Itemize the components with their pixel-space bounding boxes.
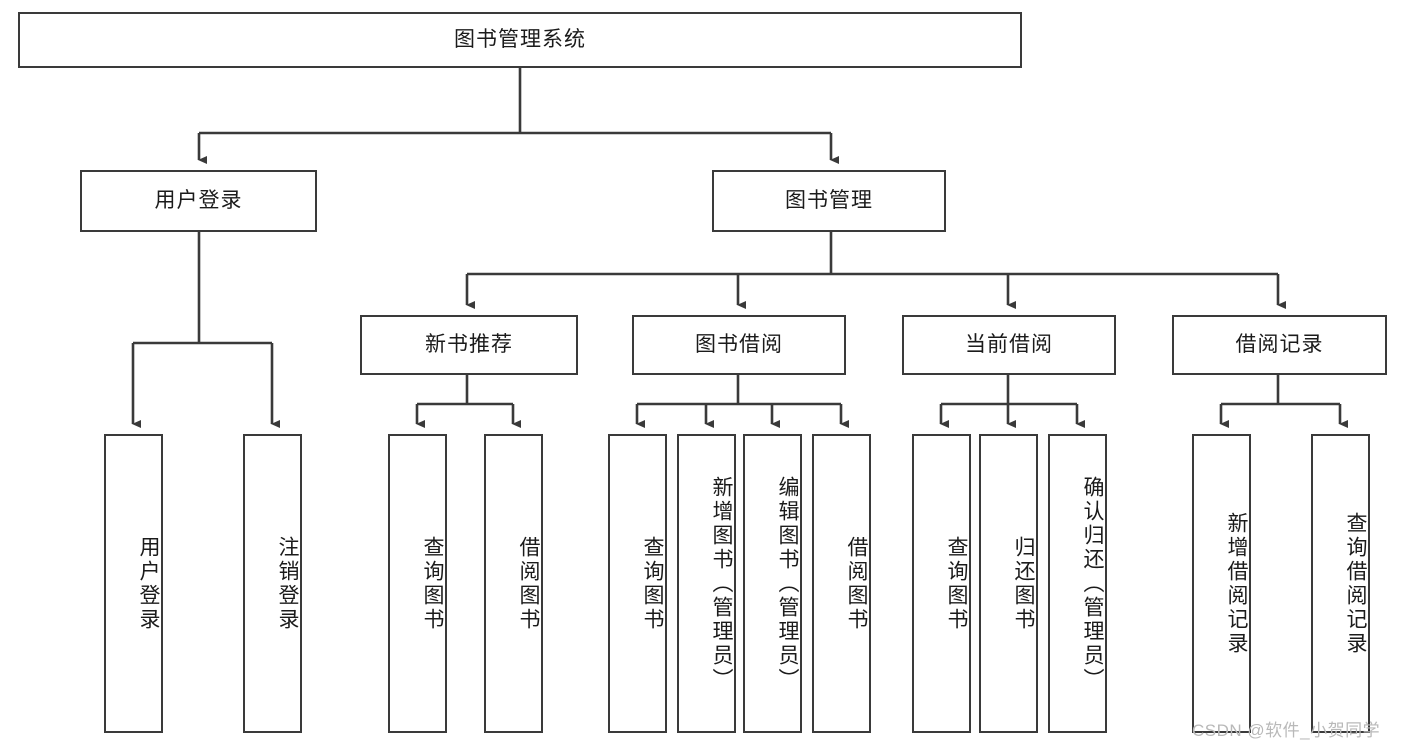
leaf-add-book-label: 新增图书（管理员）	[710, 475, 733, 692]
node-borrow-record-label: 借阅记录	[1235, 333, 1324, 357]
leaf-borrow-book-1-label: 借阅图书	[517, 535, 540, 632]
node-root[interactable]: 图书管理系统	[18, 12, 1022, 68]
node-current-borrow-label: 当前借阅	[965, 333, 1053, 357]
node-book-manage-label: 图书管理	[785, 189, 873, 213]
leaf-return-book-label: 归还图书	[1012, 535, 1035, 632]
leaf-add-book[interactable]: 新增图书（管理员）	[677, 434, 736, 733]
node-current-borrow[interactable]: 当前借阅	[902, 315, 1116, 375]
node-new-book-recommend[interactable]: 新书推荐	[360, 315, 578, 375]
leaf-edit-book-label: 编辑图书（管理员）	[776, 475, 799, 692]
node-root-label: 图书管理系统	[454, 28, 586, 52]
csdn-watermark: CSDN @软件_小贺同学	[1192, 721, 1381, 740]
leaf-edit-book[interactable]: 编辑图书（管理员）	[743, 434, 802, 733]
node-borrow-record[interactable]: 借阅记录	[1172, 315, 1387, 375]
leaf-confirm-return[interactable]: 确认归还（管理员）	[1048, 434, 1107, 733]
leaf-query-record-label: 查询借阅记录	[1344, 511, 1367, 656]
leaf-user-logout-label: 注销登录	[276, 535, 299, 632]
leaf-borrow-book-2[interactable]: 借阅图书	[812, 434, 871, 733]
leaf-borrow-book-1[interactable]: 借阅图书	[484, 434, 543, 733]
node-new-book-recommend-label: 新书推荐	[425, 333, 513, 357]
node-book-borrow-label: 图书借阅	[695, 333, 783, 357]
node-user-login[interactable]: 用户登录	[80, 170, 317, 232]
leaf-add-record-label: 新增借阅记录	[1225, 511, 1248, 656]
leaf-query-record[interactable]: 查询借阅记录	[1311, 434, 1370, 733]
leaf-query-book-1-label: 查询图书	[421, 535, 444, 632]
leaf-user-login[interactable]: 用户登录	[104, 434, 163, 733]
node-book-manage[interactable]: 图书管理	[712, 170, 946, 232]
node-book-borrow[interactable]: 图书借阅	[632, 315, 846, 375]
leaf-query-book-2-label: 查询图书	[641, 535, 664, 632]
leaf-query-book-1[interactable]: 查询图书	[388, 434, 447, 733]
leaf-query-book-3-label: 查询图书	[945, 535, 968, 632]
leaf-add-record[interactable]: 新增借阅记录	[1192, 434, 1251, 733]
leaf-borrow-book-2-label: 借阅图书	[845, 535, 868, 632]
leaf-query-book-2[interactable]: 查询图书	[608, 434, 667, 733]
leaf-return-book[interactable]: 归还图书	[979, 434, 1038, 733]
leaf-confirm-return-label: 确认归还（管理员）	[1081, 475, 1104, 692]
leaf-user-login-label: 用户登录	[137, 535, 160, 632]
leaf-query-book-3[interactable]: 查询图书	[912, 434, 971, 733]
node-user-login-label: 用户登录	[154, 189, 243, 213]
leaf-user-logout[interactable]: 注销登录	[243, 434, 302, 733]
